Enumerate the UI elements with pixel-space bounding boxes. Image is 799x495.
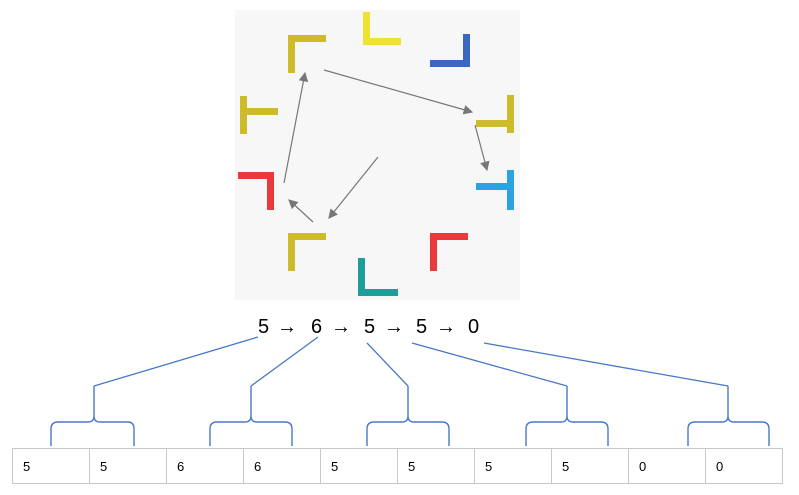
tile-6: [288, 233, 326, 271]
sequence-arrow: →: [384, 316, 404, 338]
connector-5: [483, 342, 729, 387]
sequence-arrow: →: [277, 316, 297, 338]
arrow-top-left-to-right: [323, 69, 474, 115]
arrow-right-to-light-blue: [474, 124, 490, 172]
shape-panel: [235, 10, 520, 300]
tile-8: [240, 96, 278, 134]
arrow-left-to-top-left: [283, 71, 309, 184]
tile-7: [238, 172, 274, 210]
cell: 5: [12, 448, 90, 484]
sequence-arrow: →: [436, 316, 456, 338]
cell: 5: [474, 448, 552, 484]
tile-5: [358, 258, 398, 296]
cell: 0: [705, 448, 783, 484]
cell: 0: [628, 448, 706, 484]
cell: 5: [551, 448, 629, 484]
tile-1: [430, 34, 470, 67]
brace-5: [687, 386, 770, 446]
cell: 6: [243, 448, 321, 484]
connector-4: [411, 342, 568, 387]
cell: 5: [320, 448, 398, 484]
sequence-token: 0: [468, 316, 480, 338]
brace-2: [209, 386, 293, 446]
cell: 5: [397, 448, 475, 484]
arrow-lower-left-to-left: [288, 199, 314, 223]
arrow-center-to-lower-left: [328, 156, 379, 219]
brace-3: [366, 386, 450, 446]
connector-2: [250, 336, 319, 387]
brace-4: [525, 386, 609, 446]
sequence-arrow: →: [331, 316, 351, 338]
sequence-token: 5: [364, 316, 376, 338]
tile-4: [430, 233, 468, 271]
tile-0: [363, 12, 401, 45]
cell: 5: [89, 448, 167, 484]
sequence-token: 5: [416, 316, 428, 338]
connector-1: [93, 336, 259, 387]
sequence-token: 6: [311, 316, 323, 338]
value-cells: 5 5 6 6 5 5 5 5 0 0: [12, 448, 783, 484]
tile-9: [288, 35, 326, 73]
tile-3: [476, 170, 514, 210]
brace-1: [50, 386, 135, 446]
sequence-token: 5: [258, 316, 270, 338]
tile-2: [476, 95, 514, 133]
cell: 6: [166, 448, 244, 484]
sequence-expression: 5 → 6 → 5 → 5 → 0: [245, 312, 505, 348]
cell-row: 5 5 6 6 5 5 5 5 0 0: [12, 448, 783, 484]
connector-3: [366, 342, 409, 387]
